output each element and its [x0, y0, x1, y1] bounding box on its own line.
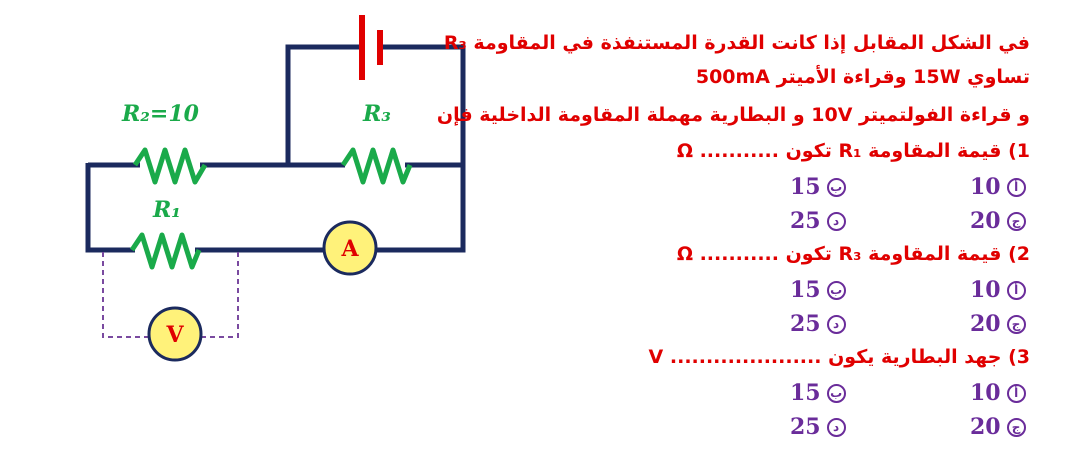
- item-prompt: 3) جهد البطارية يكون ...................…: [648, 346, 1030, 368]
- option-letter-icon: أ: [1006, 280, 1026, 300]
- question-line-1: في الشكل المقابل إذا كانت القدرة المستنف…: [443, 32, 1030, 54]
- option-value: 20: [970, 208, 1001, 234]
- option-letter-icon: ج: [1006, 211, 1026, 231]
- option-value: 15: [790, 380, 821, 406]
- option-value: 25: [790, 208, 821, 234]
- r1-label: R₁: [152, 197, 181, 223]
- question-line-2: تساوي 15W وقراءة الأميتر 500mA: [695, 66, 1030, 88]
- option-letter-icon: ج: [1006, 417, 1026, 437]
- ammeter-label: A: [340, 236, 359, 262]
- voltmeter-label: V: [165, 322, 184, 348]
- resistor-r2: [132, 147, 208, 185]
- circuit-diagram: A V R₂=10 R₃ R₁: [85, 15, 466, 362]
- option-letter-icon: د: [826, 211, 846, 231]
- option-letter-icon: د: [826, 314, 846, 334]
- r3-label: R₃: [362, 101, 391, 127]
- option-value: 25: [790, 311, 821, 337]
- option-value: 10: [970, 380, 1001, 406]
- wires: [85, 44, 466, 253]
- option-value: 25: [790, 414, 821, 440]
- resistor-r3: [340, 147, 413, 185]
- question-line-3: و قراءة الفولتميتر 10V و البطارية مهملة …: [436, 104, 1030, 126]
- voltmeter-wires: [102, 252, 239, 338]
- option-value: 10: [970, 277, 1001, 303]
- battery: [359, 15, 383, 80]
- option-value: 15: [790, 277, 821, 303]
- item-prompt: 1) قيمة المقاومة R₁ تكون ........... Ω: [676, 140, 1030, 162]
- option-letter-icon: ب: [826, 280, 846, 300]
- option-value: 20: [970, 311, 1001, 337]
- option-letter-icon: ج: [1006, 314, 1026, 334]
- option-letter-icon: ب: [826, 383, 846, 403]
- option-letter-icon: أ: [1006, 177, 1026, 197]
- ammeter: [322, 220, 378, 276]
- voltmeter: [147, 306, 203, 362]
- item-prompt: 2) قيمة المقاومة R₃ تكون ........... Ω: [676, 243, 1030, 265]
- option-letter-icon: د: [826, 417, 846, 437]
- option-letter-icon: ب: [826, 177, 846, 197]
- option-value: 15: [790, 174, 821, 200]
- option-value: 10: [970, 174, 1001, 200]
- option-value: 20: [970, 414, 1001, 440]
- option-letter-icon: أ: [1006, 383, 1026, 403]
- resistor-r1: [129, 232, 202, 270]
- r2-label: R₂=10: [121, 101, 200, 127]
